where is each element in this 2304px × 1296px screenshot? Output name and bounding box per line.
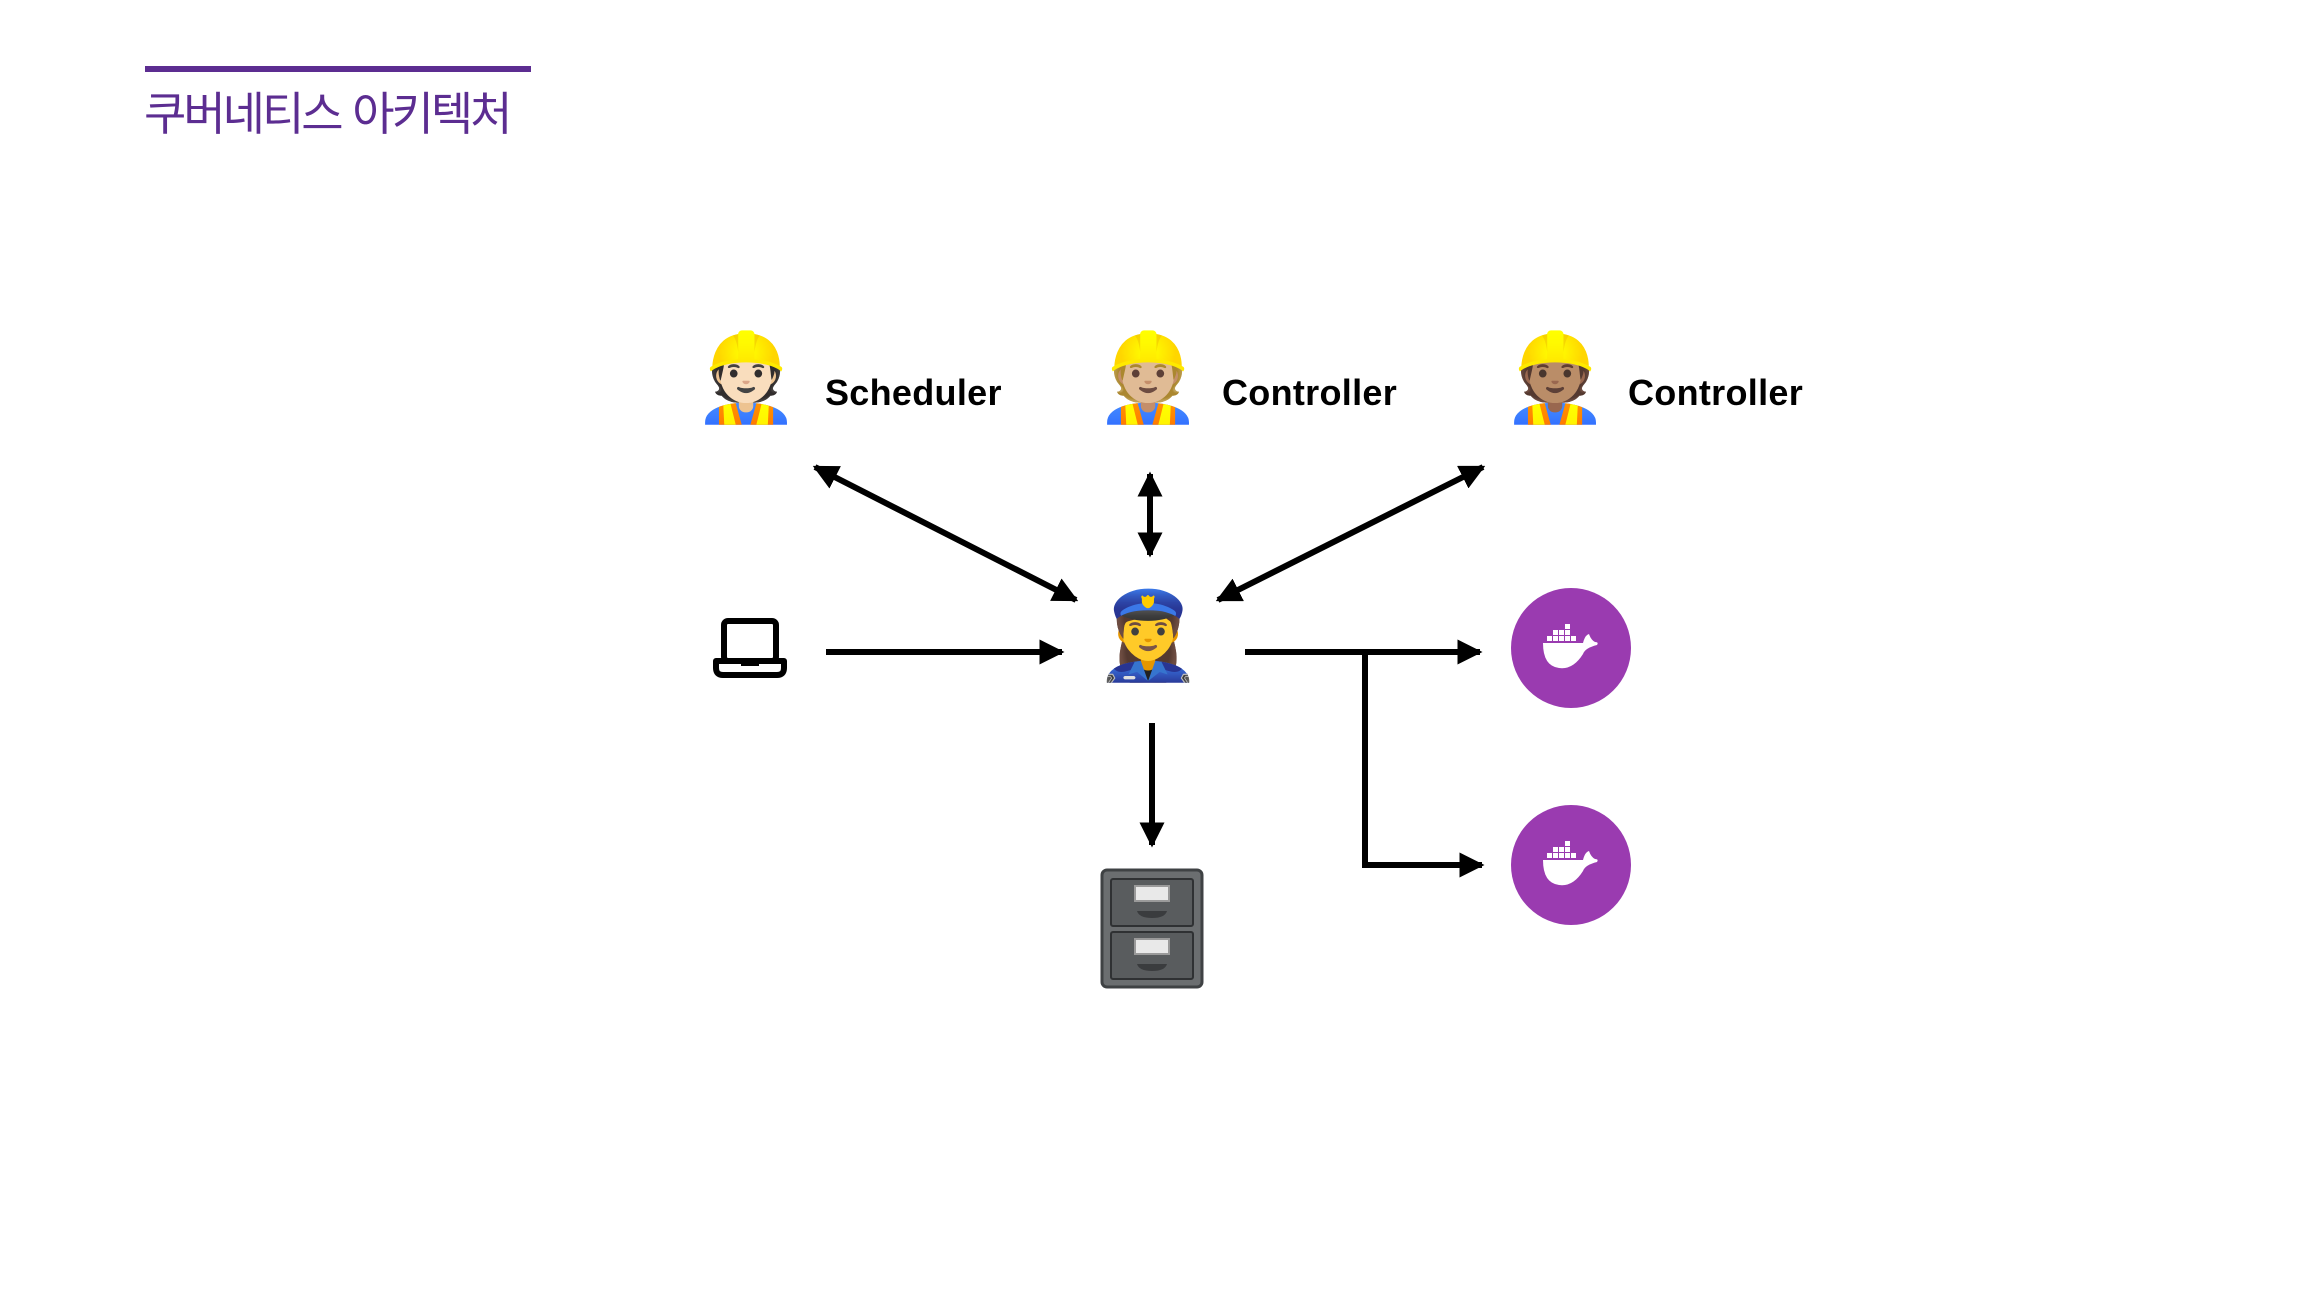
docker-whale-icon <box>1543 841 1598 886</box>
edge-controller-2-api-server <box>1215 464 1486 603</box>
title-accent-bar <box>145 66 531 72</box>
edge-scheduler-api-server <box>812 464 1079 603</box>
construction-worker-medium-light-skin-icon: 👷🏼 <box>1094 328 1202 428</box>
construction-worker-light-skin-icon: 👷🏻 <box>692 328 800 428</box>
laptop-icon <box>713 618 787 678</box>
docker-whale-icon <box>1543 624 1598 669</box>
slide-title: 쿠버네티스 아키텍처 <box>144 87 513 141</box>
police-officer-icon: 👮‍♀️ <box>1094 586 1202 686</box>
container-node-2 <box>1511 805 1631 925</box>
scheduler-label: Scheduler <box>825 372 1002 413</box>
controller-2-label: Controller <box>1628 372 1804 413</box>
construction-worker-medium-skin-icon: 👷🏽 <box>1501 328 1609 428</box>
controller-1-label: Controller <box>1222 372 1398 413</box>
container-node-1 <box>1511 588 1631 708</box>
file-cabinet-icon <box>1100 868 1204 989</box>
edge-api-server-container-2 <box>1362 652 1485 878</box>
